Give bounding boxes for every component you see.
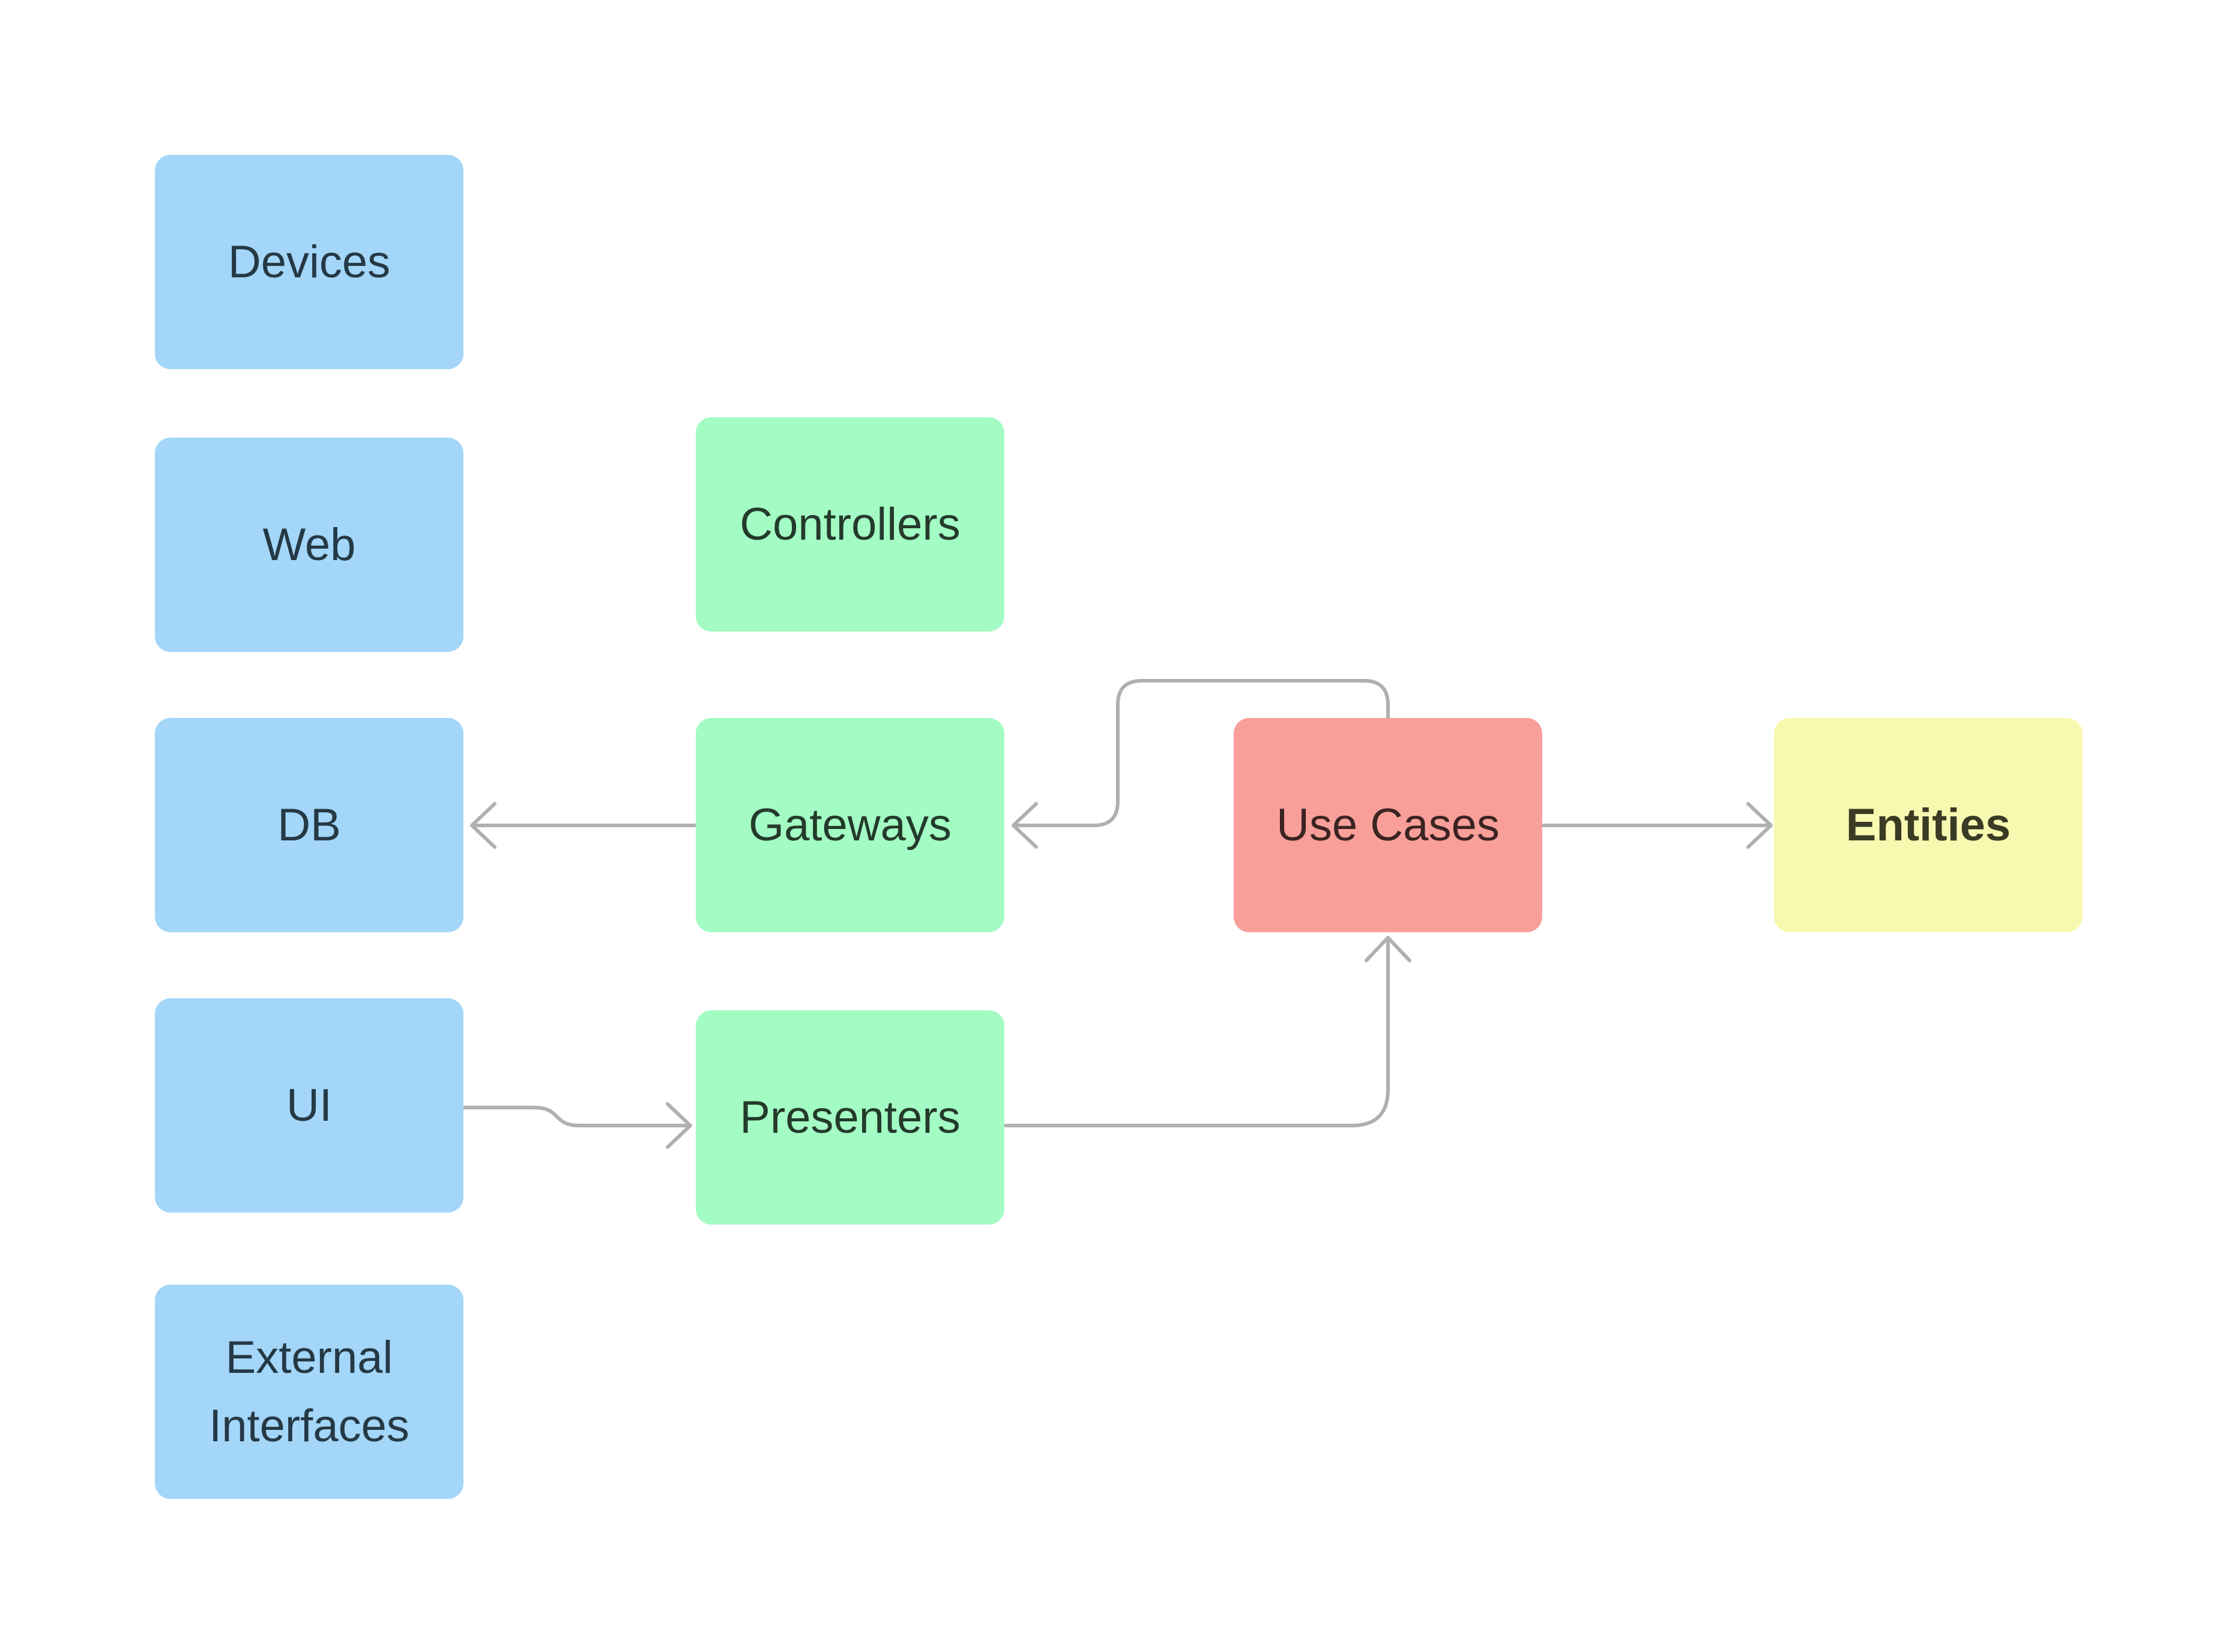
node-db: DB <box>155 718 463 932</box>
node-external-interfaces: External Interfaces <box>155 1285 463 1499</box>
arrowhead-left-icon <box>1012 802 1038 849</box>
edge-gateways-to-db <box>470 802 696 849</box>
node-presenters: Presenters <box>696 1010 1004 1225</box>
edge-presenters-to-use-cases-line <box>1004 939 1390 1127</box>
edge-ui-to-presenters-line <box>462 1106 689 1127</box>
node-use-cases: Use Cases <box>1234 718 1542 932</box>
arrowhead-up-icon <box>1365 936 1411 962</box>
edge-use-cases-to-entities <box>1542 802 1773 849</box>
arrowhead-right-icon <box>666 1102 692 1149</box>
edge-use-cases-to-gateways <box>1012 679 1390 849</box>
node-gateways: Gateways <box>696 718 1004 932</box>
edge-ui-to-presenters <box>462 1102 692 1149</box>
node-gateways-label: Gateways <box>749 799 952 851</box>
node-ui: UI <box>155 998 463 1213</box>
node-controllers: Controllers <box>696 417 1004 632</box>
node-use-cases-label: Use Cases <box>1276 799 1500 851</box>
node-external-interfaces-label: External Interfaces <box>209 1331 409 1452</box>
node-ui-label: UI <box>286 1079 332 1131</box>
arrowhead-left-icon <box>470 802 496 849</box>
node-entities: Entities <box>1774 718 2083 932</box>
node-web-label: Web <box>262 519 356 570</box>
node-presenters-label: Presenters <box>740 1091 961 1143</box>
node-controllers-label: Controllers <box>740 498 961 550</box>
arrowhead-right-icon <box>1746 802 1773 849</box>
edge-use-cases-to-gateways-line <box>1015 679 1390 827</box>
node-entities-label: Entities <box>1845 799 2011 851</box>
node-db-label: DB <box>277 799 341 851</box>
edge-presenters-to-use-cases <box>1004 936 1411 1127</box>
node-web: Web <box>155 438 463 652</box>
node-devices-label: Devices <box>228 236 391 288</box>
node-devices: Devices <box>155 155 463 369</box>
